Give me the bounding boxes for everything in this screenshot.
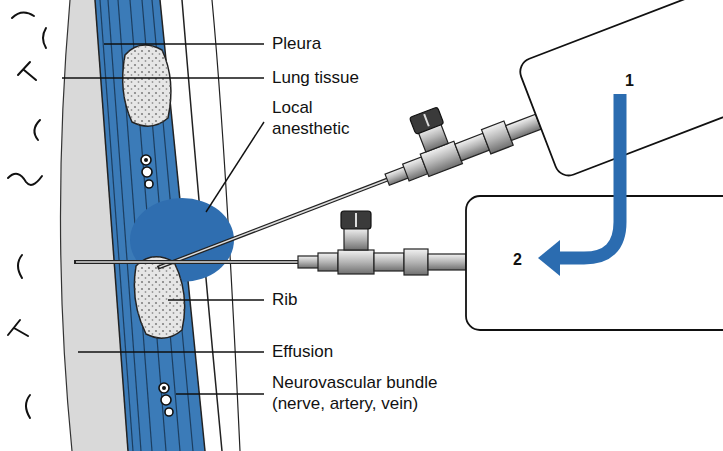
- part-label: Pleura: [272, 33, 321, 54]
- lung-texture: [8, 12, 46, 418]
- rib: [123, 45, 171, 126]
- part-label: Neurovascular bundle (nerve, artery, vei…: [272, 372, 472, 414]
- bundle-core: [144, 158, 166, 390]
- part-label: Local anesthetic: [272, 97, 372, 139]
- part-label: Rib: [272, 289, 298, 310]
- callout-number: 2: [513, 249, 522, 270]
- callout-number: 1: [625, 70, 634, 91]
- neurovascular-bundle: [141, 155, 173, 416]
- part-label: Effusion: [272, 341, 333, 362]
- leader-line: [62, 44, 264, 394]
- part-label: Lung tissue: [272, 67, 359, 88]
- direction-arrow: [538, 94, 620, 276]
- lung-edge: [60, 0, 72, 451]
